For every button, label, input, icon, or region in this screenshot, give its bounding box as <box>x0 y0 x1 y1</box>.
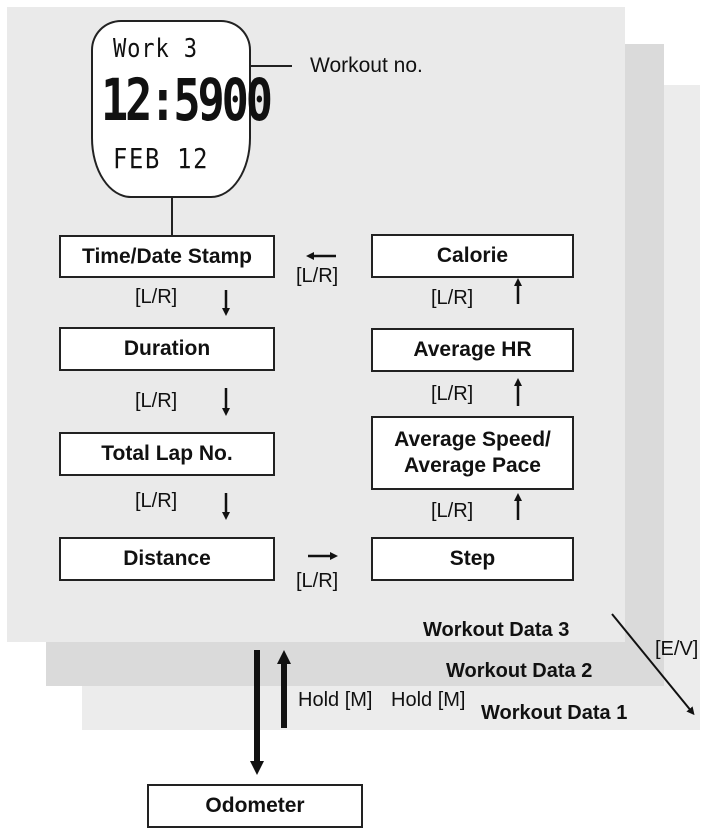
box-calorie: Calorie <box>371 234 574 278</box>
arrow-ev-diagonal <box>611 613 695 716</box>
hold-m-label: Hold [M] <box>298 689 373 711</box>
key-lr-label: [L/R] <box>135 390 178 412</box>
box-distance: Distance <box>59 537 275 581</box>
hold-m-label: Hold [M] <box>391 689 466 711</box>
box-time-date-stamp: Time/Date Stamp <box>59 235 275 278</box>
sheet-label-2: Workout Data 2 <box>446 660 593 682</box>
key-lr-label: [L/R] <box>135 286 178 308</box>
box-total-lap-no: Total Lap No. <box>59 432 275 476</box>
watch-line-time: 12:5900 <box>101 66 273 134</box>
key-lr-label: [L/R] <box>135 490 178 512</box>
key-lr-label: [L/R] <box>296 265 339 287</box>
box-odometer: Odometer <box>147 784 363 828</box>
box-step: Step <box>371 537 574 581</box>
key-lr-label: [L/R] <box>431 383 474 405</box>
key-lr-label: [L/R] <box>296 570 339 592</box>
sheet-label-1: Workout Data 1 <box>481 702 628 724</box>
callout-label: Workout no. <box>310 54 423 77</box>
watch-line-date: FEB 12 <box>113 142 210 175</box>
sheet-label-3: Workout Data 3 <box>423 619 570 641</box>
box-duration: Duration <box>59 327 275 371</box>
box-average-hr: Average HR <box>371 328 574 372</box>
key-ev-label: [E/V] <box>655 638 699 660</box>
watch-line-workout: Work 3 <box>113 34 198 64</box>
key-lr-label: [L/R] <box>431 287 474 309</box>
box-average-speed-pace: Average Speed/ Average Pace <box>371 416 574 490</box>
key-lr-label: [L/R] <box>431 500 474 522</box>
watch-display: Work 3 12:5900 FEB 12 <box>91 20 273 198</box>
